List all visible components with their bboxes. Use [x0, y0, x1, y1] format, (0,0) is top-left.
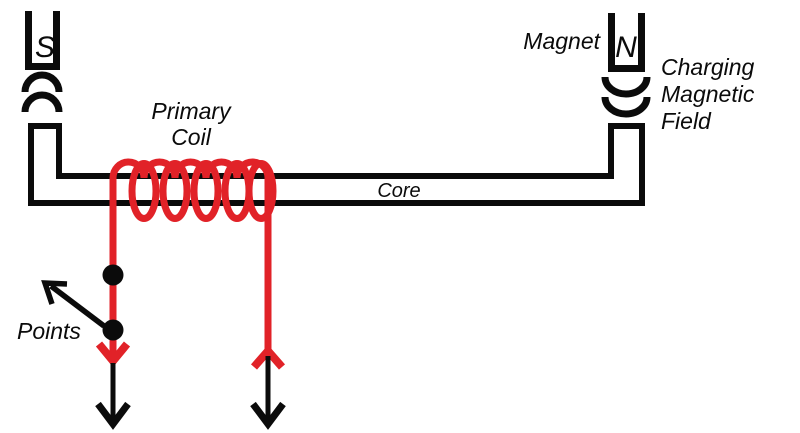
- field-gap-arc-icon: [601, 76, 651, 98]
- points-label: Points: [17, 318, 81, 344]
- coil-loop: [159, 160, 191, 222]
- magnet-s-label: S: [35, 31, 55, 64]
- output-arrow-left-icon: [95, 363, 131, 430]
- charging-field-line3: Field: [661, 108, 712, 134]
- magnet-n-label: N: [615, 31, 637, 64]
- field-gap-arc-icon: [601, 96, 651, 118]
- magnet-n-shape: [608, 13, 645, 72]
- coil-wire-path: [109, 158, 272, 358]
- breaker-points: [102, 264, 124, 341]
- output-arrow-right-icon: [250, 356, 286, 430]
- primary-coil-label: Primary Coil: [151, 98, 232, 150]
- primary-coil-line1: Primary: [151, 98, 232, 124]
- magnet-label: Magnet: [523, 28, 601, 54]
- coil-loop: [190, 160, 222, 222]
- points-pointer-arrow-icon: [41, 280, 106, 329]
- output-arrow-right-head: [250, 401, 286, 430]
- primary-coil-winding: [109, 158, 277, 358]
- core-label: Core: [377, 180, 420, 202]
- magnet-pole-south: S: [21, 11, 63, 113]
- field-gap-arc-icon: [21, 91, 63, 113]
- points-arrow-shaft: [49, 283, 106, 329]
- points-arrow-head: [41, 280, 68, 305]
- magnet-pole-north: N: [601, 13, 651, 118]
- coil-loop: [245, 160, 277, 222]
- charging-field-line1: Charging: [661, 54, 755, 80]
- field-gap-arc-icon: [21, 71, 63, 93]
- current-arrow-down-icon: [95, 341, 131, 368]
- primary-coil-line2: Coil: [171, 124, 212, 150]
- magnet-s-shape: [25, 11, 60, 70]
- current-arrow-up-icon: [250, 344, 286, 370]
- contact-point-lower: [102, 319, 124, 341]
- contact-point-upper: [102, 264, 124, 286]
- charging-field-label: Charging Magnetic Field: [661, 54, 755, 134]
- coil-loop: [128, 160, 160, 222]
- charging-field-line2: Magnetic: [661, 81, 755, 107]
- output-arrow-left-head: [95, 401, 131, 430]
